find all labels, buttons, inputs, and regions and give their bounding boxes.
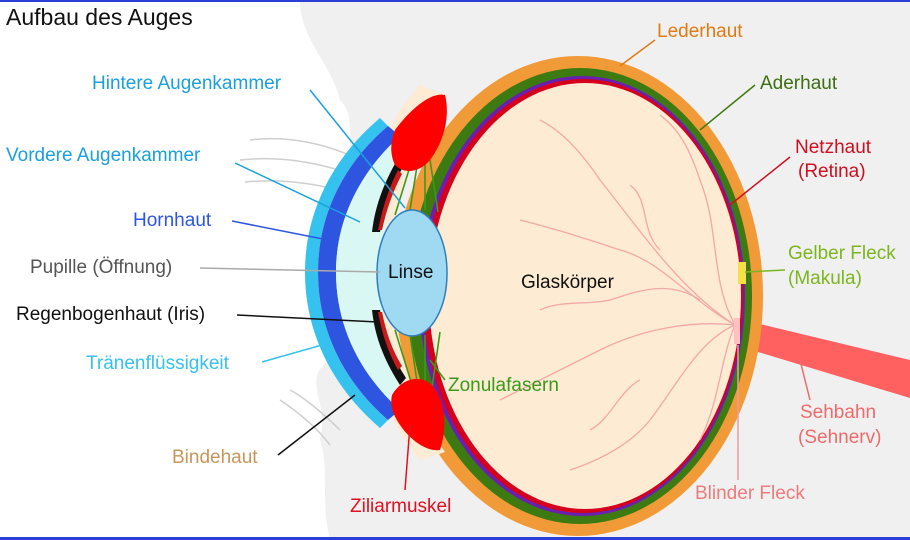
label-hintere-augenkammer: Hintere Augenkammer <box>92 73 282 94</box>
label-linse: Linse <box>388 262 434 283</box>
optic-nerve <box>735 318 910 398</box>
leader-traenenfluessigkeit <box>261 344 323 363</box>
label-regenbogenhaut: Regenbogenhaut (Iris) <box>16 304 206 325</box>
frame-top-border <box>0 0 910 2</box>
label-sehbahn-line1: Sehbahn <box>800 402 877 423</box>
label-aderhaut: Aderhaut <box>760 73 838 94</box>
label-zonulafasern: Zonulafasern <box>448 375 559 396</box>
lens-linse <box>376 209 448 337</box>
label-ziliarmuskel: Ziliarmuskel <box>350 496 452 517</box>
iris-lower-red <box>378 312 402 370</box>
label-glaskoerper: Glaskörper <box>521 272 614 293</box>
leader-hintere-augenkammer <box>309 89 406 209</box>
label-hornhaut: Hornhaut <box>133 210 212 231</box>
leader-ziliarmuskel <box>404 424 411 491</box>
label-lederhaut: Lederhaut <box>657 21 743 42</box>
tear-film <box>305 118 388 428</box>
leader-lines <box>199 39 811 491</box>
leader-zonulafasern <box>429 359 446 381</box>
ciliary-muscle-upper <box>391 94 447 172</box>
leader-lederhaut <box>619 39 656 67</box>
iris-upper-red <box>378 170 402 230</box>
frame-bottom-border <box>0 537 910 540</box>
label-netzhaut-line2: (Retina) <box>798 161 866 182</box>
label-vordere-augenkammer: Vordere Augenkammer <box>6 145 201 166</box>
label-traenenfluessigkeit: Tränenflüssigkeit <box>86 353 229 374</box>
label-netzhaut-line1: Netzhaut <box>795 137 872 158</box>
label-gelber-fleck-line1: Gelber Fleck <box>788 243 896 264</box>
ciliary-muscle-lower <box>391 378 445 451</box>
leader-sehbahn <box>799 359 811 401</box>
label-gelber-fleck-line2: (Makula) <box>788 268 862 289</box>
leader-pupille <box>199 267 381 273</box>
leader-gelber-fleck <box>744 269 786 273</box>
leader-hornhaut <box>231 220 329 241</box>
aqueous-humor <box>336 136 410 410</box>
leader-vordere-augenkammer <box>234 162 361 223</box>
label-pupille: Pupille (Öffnung) <box>30 257 173 278</box>
macula-gelber-fleck <box>738 262 746 284</box>
page-title: Aufbau des Auges <box>6 4 193 30</box>
label-bindehaut: Bindehaut <box>172 447 258 468</box>
cornea-hornhaut <box>318 126 400 420</box>
blind-spot <box>734 318 740 344</box>
label-sehbahn-line2: (Sehnerv) <box>798 427 882 448</box>
leader-regenbogenhaut <box>236 314 379 323</box>
leader-bindehaut <box>277 394 356 456</box>
label-blinder-fleck: Blinder Fleck <box>695 483 805 504</box>
leader-netzhaut <box>729 156 791 206</box>
retinal-vessels <box>499 114 736 471</box>
leader-aderhaut <box>699 84 756 131</box>
